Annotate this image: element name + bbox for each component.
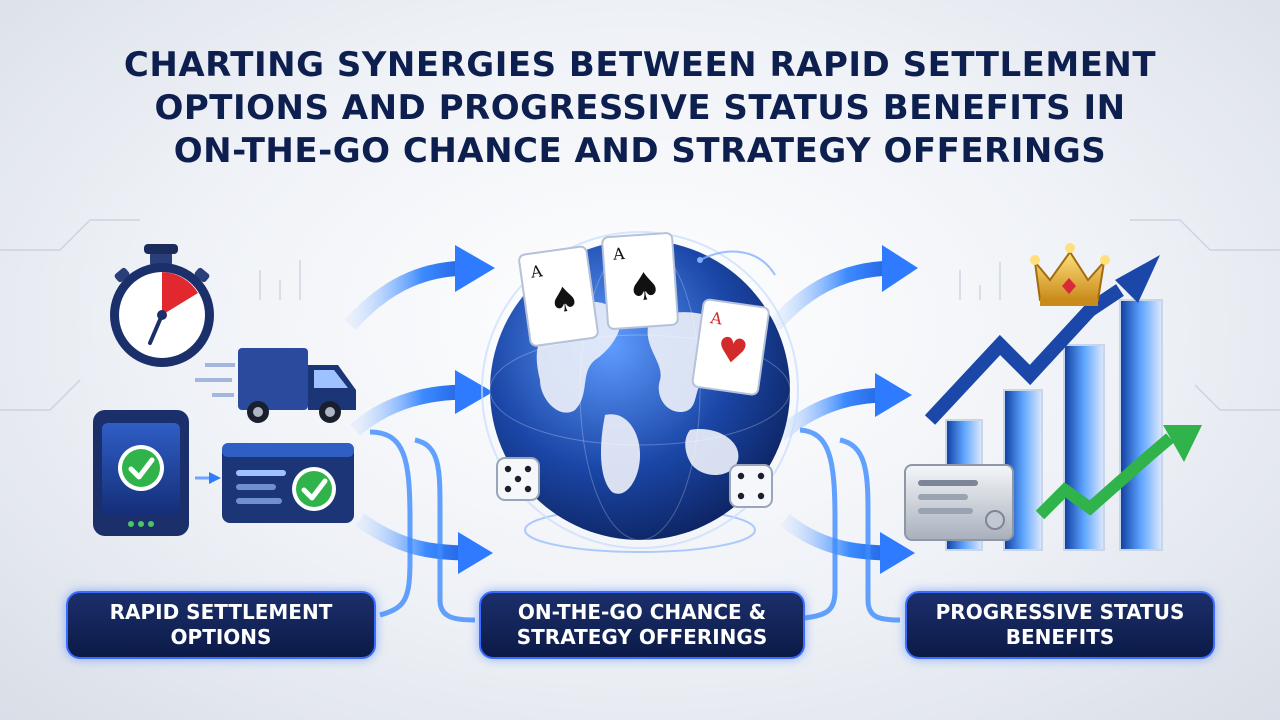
page-title: CHARTING SYNERGIES BETWEEN RAPID SETTLEM… [0,44,1280,173]
credit-card-icon [904,464,1014,541]
circuit-lines [0,219,1280,411]
crown-icon [1030,243,1110,306]
payment-card-check-icon [222,443,354,523]
node-label-line: OPTIONS [170,625,272,649]
node-label-line: BENEFITS [1005,625,1115,649]
tablet-check-icon [93,410,189,536]
flow-arrows-left [344,245,495,623]
card-rank: A [708,308,724,329]
node-label-line: ON-THE-GO CHANCE & [517,600,767,624]
title-line-3: ON-THE-GO CHANCE AND STRATEGY OFFERINGS [173,131,1107,171]
card-rank: A [611,244,625,264]
playing-card-icon: A ♥ [691,298,770,396]
card-rank: A [529,261,545,282]
title-line-1: CHARTING SYNERGIES BETWEEN RAPID SETTLEM… [123,45,1157,85]
playing-card-icon: A ♠ [518,245,599,347]
stopwatch-icon [110,244,214,367]
node-label-line: RAPID SETTLEMENT [109,600,333,624]
node-rapid-settlement-options: RAPID SETTLEMENT OPTIONS [66,591,376,659]
node-label-line: STRATEGY OFFERINGS [516,625,768,649]
dice-icon [729,464,773,508]
card-suit: ♥ [714,329,750,373]
node-label-line: PROGRESSIVE STATUS [935,600,1185,624]
dice-icon [496,457,540,501]
card-suit: ♠ [626,264,663,310]
playing-card-icon: A ♠ [601,232,679,330]
flow-arrows-right [769,245,918,623]
title-line-2: OPTIONS AND PROGRESSIVE STATUS BENEFITS … [154,88,1126,128]
delivery-truck-icon [195,348,356,423]
node-progressive-status-benefits: PROGRESSIVE STATUS BENEFITS [905,591,1215,659]
card-suit: ♠ [546,278,582,322]
node-on-the-go-offerings: ON-THE-GO CHANCE & STRATEGY OFFERINGS [479,591,805,659]
